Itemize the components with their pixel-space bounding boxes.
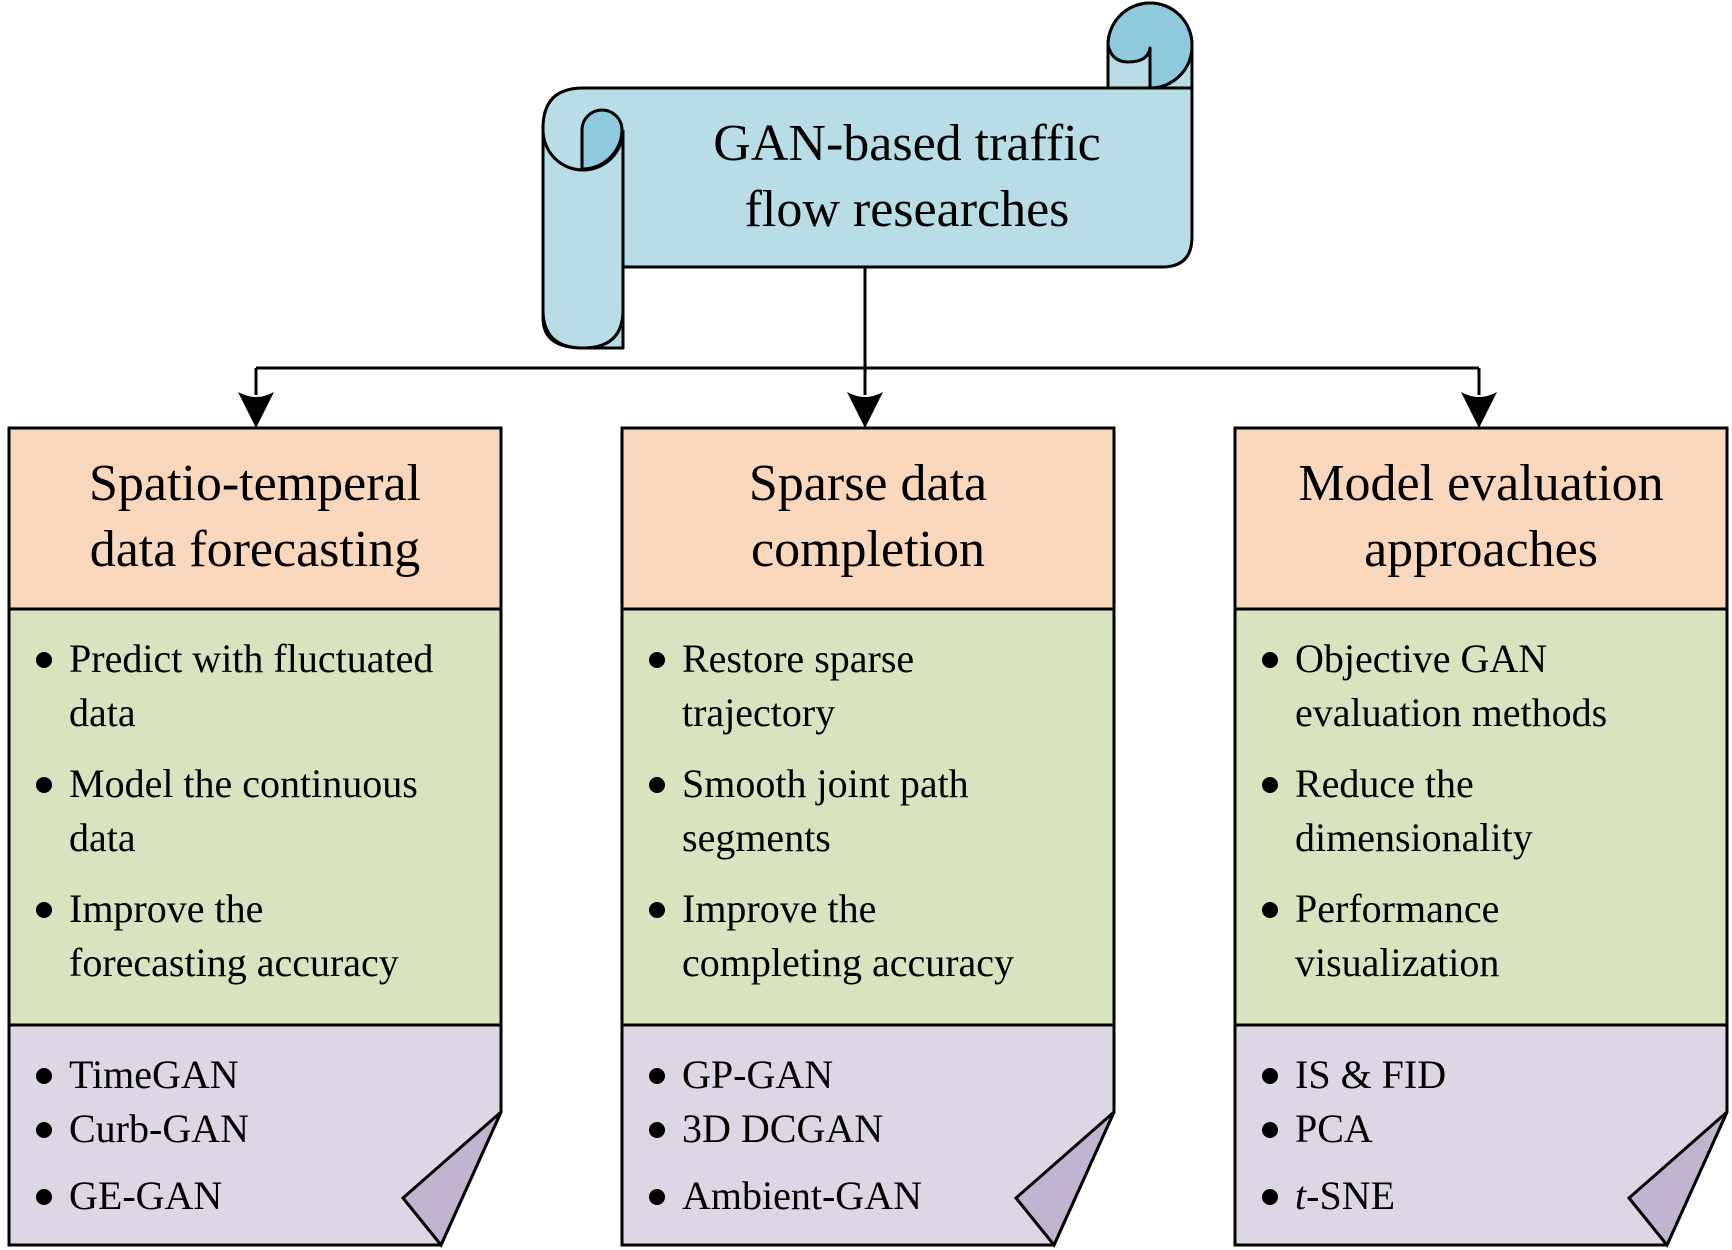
bullet-icon [649, 777, 665, 793]
bullet-icon [36, 1068, 52, 1084]
scroll-left-curl-inner [580, 108, 624, 171]
arrowhead-icon [238, 392, 274, 428]
bullet-icon [36, 777, 52, 793]
method-name: GP-GAN [682, 1052, 833, 1097]
bullet-icon [649, 1189, 665, 1205]
feature-item-line: Improve the [682, 886, 876, 931]
bullet-icon [1262, 777, 1278, 793]
method-name: Ambient-GAN [682, 1173, 922, 1218]
column-header-box [1233, 426, 1729, 611]
bullet-icon [649, 902, 665, 918]
bullet-icon [1262, 902, 1278, 918]
feature-item-line: Model the continuous [69, 761, 418, 806]
bullet-icon [1262, 652, 1278, 668]
feature-item-line: dimensionality [1295, 815, 1533, 860]
bullet-icon [649, 1068, 665, 1084]
method-name: TimeGAN [69, 1052, 239, 1097]
bullet-icon [649, 1122, 665, 1138]
feature-item-line: trajectory [682, 690, 835, 735]
root-title-line-2: flow researches [745, 181, 1070, 238]
column-body-box [1233, 607, 1729, 1027]
column-header-box [7, 426, 503, 611]
method-name: Curb-GAN [69, 1106, 249, 1151]
column-body-box [7, 607, 503, 1027]
page-fold-icon [1626, 1110, 1729, 1248]
bullet-icon [36, 1189, 52, 1205]
method-name: PCA [1295, 1106, 1373, 1151]
feature-item-line: visualization [1295, 940, 1499, 985]
feature-item-line: Objective GAN [1295, 636, 1547, 681]
bullet-icon [36, 652, 52, 668]
method-name: t-SNE [1295, 1173, 1395, 1218]
feature-item-line: Performance [1295, 886, 1499, 931]
bullet-icon [1262, 1068, 1278, 1084]
root-scroll: GAN-based traffic flow researches [541, 1, 1194, 350]
feature-item-line: data [69, 815, 136, 860]
method-rest: -SNE [1306, 1173, 1395, 1218]
column-header-box [620, 426, 1116, 611]
bullet-icon [1262, 1189, 1278, 1205]
column-header-line: Sparse data [749, 455, 987, 512]
root-title-line-1: GAN-based traffic [713, 115, 1100, 172]
feature-item-line: Smooth joint path [682, 761, 969, 806]
column-body-box [620, 607, 1116, 1027]
bullet-icon [36, 1122, 52, 1138]
method-name: 3D DCGAN [682, 1106, 883, 1151]
feature-item-line: Restore sparse [682, 636, 914, 681]
feature-item-line: segments [682, 815, 831, 860]
connectors [238, 267, 1497, 428]
method-name: IS & FID [1295, 1052, 1446, 1097]
column-header-line: data forecasting [90, 521, 421, 578]
feature-item-line: evaluation methods [1295, 690, 1607, 735]
column-header-line: approaches [1364, 521, 1598, 578]
arrowhead-icon [847, 392, 883, 428]
feature-item-line: Predict with fluctuated [69, 636, 433, 681]
page-fold-icon [1013, 1110, 1116, 1248]
bullet-icon [649, 652, 665, 668]
feature-item-line: Reduce the [1295, 761, 1474, 806]
method-name: GE-GAN [69, 1173, 222, 1218]
method-italic-prefix: t [1295, 1173, 1307, 1218]
feature-item-line: Improve the [69, 886, 263, 931]
feature-item-line: data [69, 690, 136, 735]
bullet-icon [1262, 1122, 1278, 1138]
scroll-right-curl-fill [1106, 1, 1194, 90]
column-header-line: Model evaluation [1298, 455, 1663, 512]
scroll-left-roll [541, 130, 625, 350]
bullet-icon [36, 902, 52, 918]
feature-item-line: completing accuracy [682, 940, 1014, 985]
arrowhead-icon [1461, 392, 1497, 428]
feature-item-line: forecasting accuracy [69, 940, 399, 985]
column-header-line: Spatio-temperal [89, 455, 421, 512]
column-header-line: completion [751, 521, 985, 578]
page-fold-icon [400, 1110, 503, 1248]
